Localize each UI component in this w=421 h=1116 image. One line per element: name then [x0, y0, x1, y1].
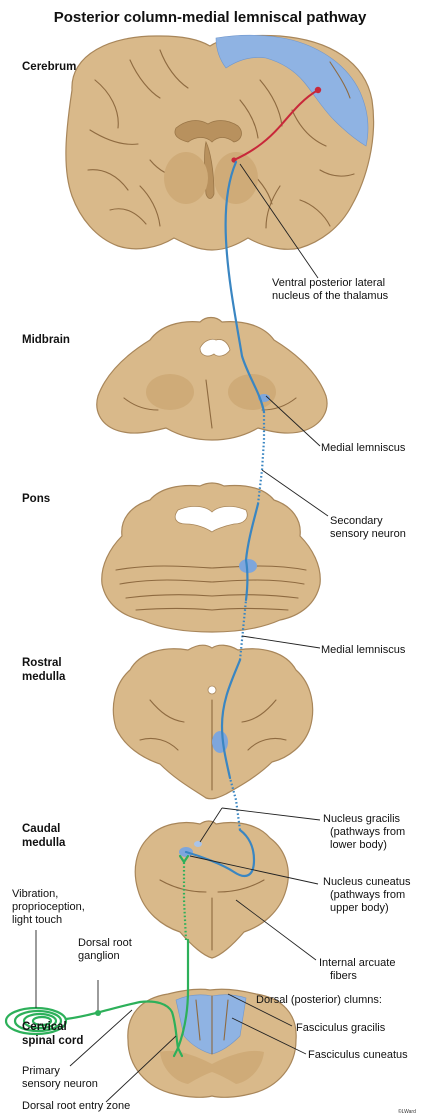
leader-nucleus-cuneatus	[189, 855, 319, 885]
leader-vpl	[239, 163, 319, 279]
leader-medial-lemniscus-lower	[241, 635, 321, 649]
tertiary-neuron-fiber	[233, 89, 319, 161]
region-label-rostral-medulla-1: Rostral	[22, 657, 62, 669]
label-root-entry-zone: Dorsal root entry zone	[22, 1100, 130, 1112]
label-medial-lemniscus-upper: Medial lemniscus	[321, 442, 406, 454]
nucleus-gracilis-area	[194, 841, 202, 847]
thalamus-left	[164, 152, 208, 204]
region-label-caudal-medulla-1: Caudal	[22, 823, 60, 835]
label-nucleus-gracilis-2: (pathways from	[330, 826, 405, 838]
medial-lemniscus-pons	[244, 502, 260, 602]
midbrain-slice	[96, 316, 328, 441]
receptor-coil-3	[22, 1012, 58, 1030]
thalamus-right	[214, 152, 258, 204]
label-secondary-neuron-1: Secondary	[330, 515, 383, 527]
label-medial-lemniscus-lower: Medial lemniscus	[321, 644, 406, 656]
region-label-cervical-cord-2: spinal cord	[22, 1035, 83, 1047]
caudal-medulla-slice	[134, 820, 289, 959]
region-label-cerebrum: Cerebrum	[22, 61, 76, 73]
pons-section	[101, 482, 321, 633]
label-dorsal-columns: Dorsal (posterior) clumns:	[256, 994, 382, 1006]
midbrain-section	[96, 316, 328, 441]
cerebrum-section	[65, 34, 375, 251]
medial-lemniscus-medulla	[220, 658, 242, 780]
leader-fasciculus-cuneatus	[231, 1017, 307, 1055]
leader-secondary-neuron	[261, 469, 329, 517]
rostral-medulla-slice	[112, 644, 314, 800]
leader-medial-lemniscus-upper	[265, 395, 321, 447]
primary-neuron-ascending-axon	[176, 938, 190, 1050]
dorsal-root-ganglion-soma	[95, 1010, 101, 1016]
cerebral-aqueduct	[199, 338, 231, 357]
cortical-neuron-soma	[314, 86, 322, 94]
label-vibration-1: Vibration,	[12, 888, 58, 900]
label-nucleus-cuneatus-3: upper body)	[330, 902, 389, 914]
spinal-gray-matter	[160, 1050, 264, 1084]
central-canal-rostral	[207, 685, 217, 695]
label-nucleus-gracilis-3: lower body)	[330, 839, 387, 851]
dorsal-column-divisions	[195, 995, 229, 1055]
leader-internal-arcuate	[235, 899, 317, 961]
receptor-coil-inner	[31, 1015, 53, 1027]
primary-neuron-branch	[172, 1046, 184, 1058]
medial-lemniscus-pons-dotted	[238, 599, 248, 661]
label-secondary-neuron-2: sensory neuron	[330, 528, 406, 540]
rostral-medulla-lines	[139, 699, 287, 791]
primary-neuron-ascending-dotted	[182, 862, 188, 941]
medial-lemniscus-midbrain	[224, 160, 266, 414]
leader-nucleus-gracilis-a	[199, 807, 223, 843]
region-label-cervical-cord-1: Cervical	[22, 1021, 67, 1033]
region-label-caudal-medulla-2: medulla	[22, 837, 66, 849]
caudal-medulla-lines	[159, 879, 265, 951]
leader-nucleus-gracilis-b	[221, 807, 321, 821]
cerebrum-slice	[65, 34, 375, 251]
fourth-ventricle	[174, 506, 248, 533]
label-nucleus-cuneatus-1: Nucleus cuneatus	[323, 876, 411, 888]
leader-root-entry-zone	[105, 1035, 177, 1103]
receptor-coil-2	[13, 1009, 63, 1033]
medial-lemniscus-pons-area	[239, 559, 257, 573]
midbrain-tegmentum-left	[146, 374, 194, 410]
region-label-midbrain: Midbrain	[22, 334, 70, 346]
label-vibration-2: proprioception,	[12, 901, 85, 913]
region-label-rostral-medulla-2: medulla	[22, 671, 66, 683]
rostral-medulla-section	[112, 644, 314, 800]
label-drg-1: Dorsal root	[78, 937, 132, 949]
lateral-ventricles	[174, 120, 242, 143]
label-nucleus-cuneatus-2: (pathways from	[330, 889, 405, 901]
label-fasciculus-gracilis: Fasciculus gracilis	[296, 1022, 386, 1034]
caudal-medulla-section	[134, 820, 289, 959]
region-label-pons: Pons	[22, 493, 50, 505]
label-vpl-1: Ventral posterior lateral	[272, 277, 385, 289]
label-vpl-2: nucleus of the thalamus	[272, 290, 389, 302]
label-drg-2: ganglion	[78, 950, 120, 962]
medial-lemniscus-medulla-area	[212, 731, 228, 753]
primary-neuron-terminal	[178, 854, 190, 864]
label-vibration-3: light touch	[12, 914, 62, 926]
pons-transverse-fibers	[115, 565, 307, 611]
midbrain-lines	[123, 379, 297, 429]
spinal-cord-section	[127, 988, 297, 1098]
label-nucleus-gracilis-1: Nucleus gracilis	[323, 813, 401, 825]
label-internal-arcuate-2: fibers	[330, 970, 357, 982]
label-fasciculus-cuneatus: Fasciculus cuneatus	[308, 1049, 408, 1061]
leader-fasciculus-gracilis	[227, 993, 293, 1027]
credit-text: ©LWard	[398, 1108, 416, 1115]
label-primary-neuron-2: sensory neuron	[22, 1078, 98, 1090]
internal-capsule-lines	[139, 185, 281, 229]
label-primary-neuron-1: Primary	[22, 1065, 60, 1077]
diagram-title: Posterior column-medial lemniscal pathwa…	[54, 9, 367, 26]
label-internal-arcuate-1: Internal arcuate	[319, 957, 395, 969]
leader-primary-neuron	[69, 1009, 133, 1067]
dorsal-columns-area	[175, 994, 247, 1055]
